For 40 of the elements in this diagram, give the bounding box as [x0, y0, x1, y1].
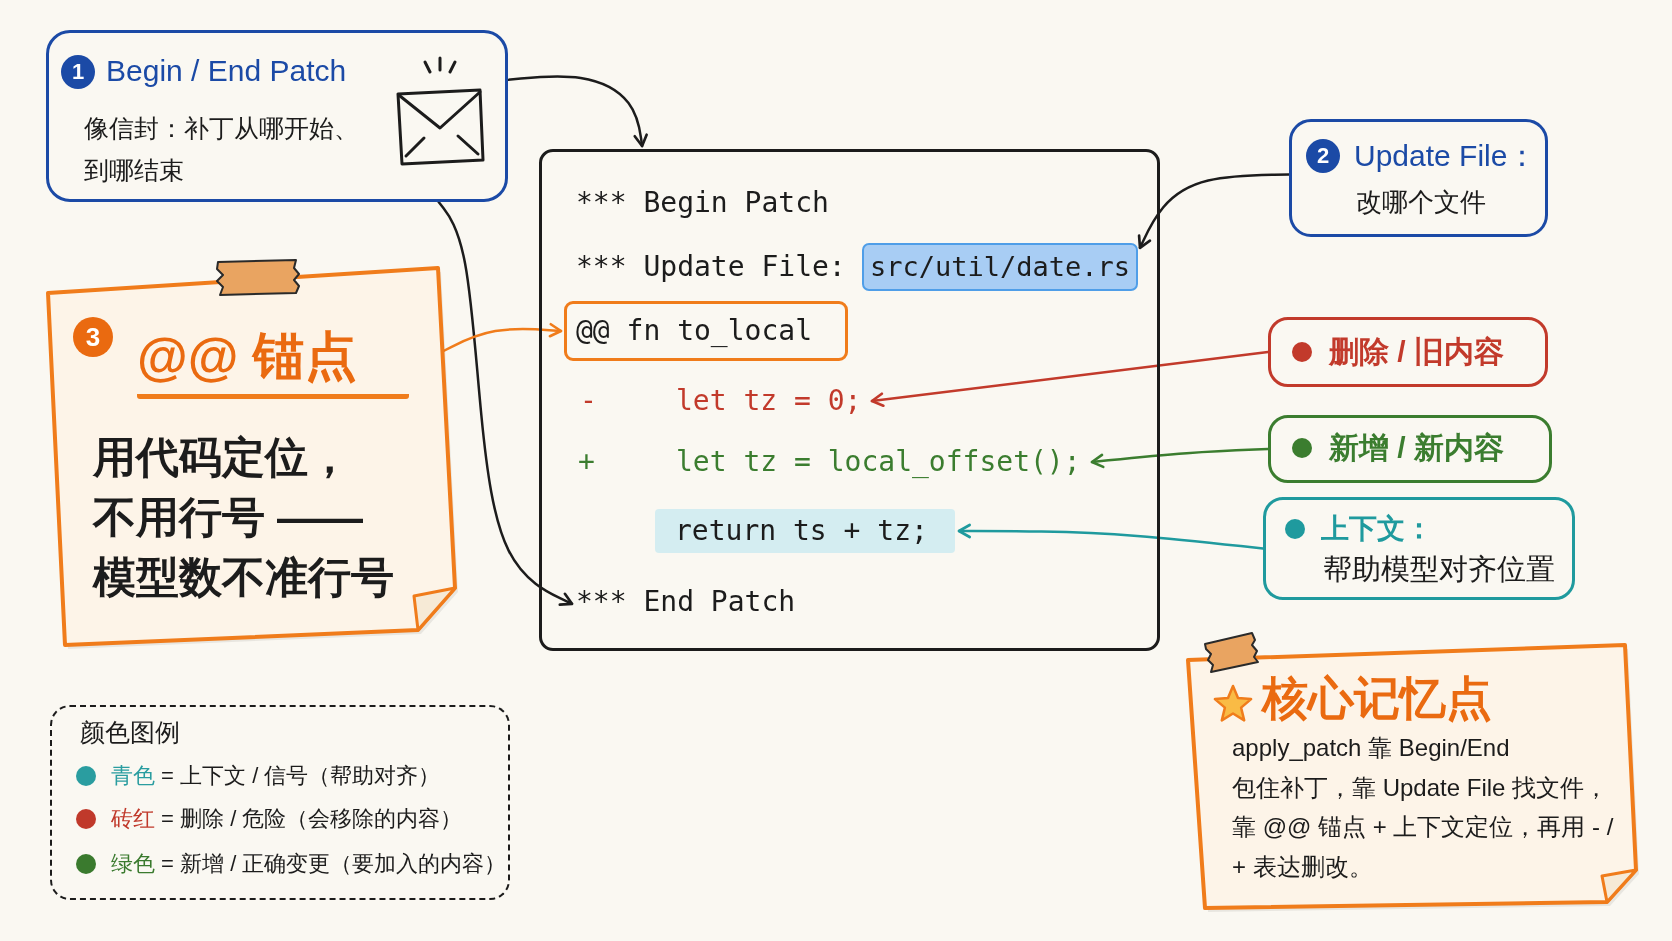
step-number: 1 — [61, 55, 95, 89]
callout-text: 删除 / 旧内容 — [1329, 334, 1504, 370]
note-title: 核心记忆点 — [1262, 671, 1492, 725]
code-line: let tz = local_offset(); — [676, 444, 1081, 480]
step-number: 2 — [1306, 139, 1340, 173]
code-line: let tz = 0; — [676, 383, 862, 419]
callout-box — [1268, 415, 1552, 483]
callout-box — [1268, 317, 1548, 387]
arrow — [957, 523, 1265, 550]
callout-box — [1263, 497, 1575, 600]
note-text: apply_patch 靠 Begin/End 包住补丁，靠 Update File 找文件，靠 @@ 锚点 + 上下文定位，再用 - / + 表达删改。 — [1232, 733, 1615, 882]
callout-text: 改哪个文件 — [1356, 186, 1486, 219]
arrow — [506, 75, 648, 148]
callout-text: 帮助模型对齐位置 — [1323, 552, 1555, 587]
arrow — [437, 200, 574, 607]
arrow — [1137, 173, 1291, 250]
callout-title: Begin / End Patch — [106, 53, 347, 89]
callout-text: 新增 / 新内容 — [1329, 430, 1504, 466]
diff-marker: - — [580, 383, 597, 419]
context-highlight: return ts + tz; — [655, 509, 955, 553]
arrow — [870, 350, 1270, 407]
callout-title: 上下文： — [1321, 512, 1433, 546]
code-line: *** Begin Patch — [576, 185, 834, 221]
legend-title: 颜色图例 — [80, 717, 180, 748]
code-line: *** End Patch — [576, 584, 800, 620]
note-text: 用代码定位，不用行号 ——模型数不准行号 — [93, 432, 395, 603]
legend-text: 青色 = 上下文 / 信号（帮助对齐） — [111, 762, 441, 790]
arrow — [1090, 447, 1270, 469]
note-title: @@ 锚点 — [137, 326, 409, 399]
diff-marker: + — [578, 444, 595, 480]
callout-text: 像信封：补丁从哪开始、到哪结束 — [84, 113, 360, 186]
callout-box — [1289, 119, 1548, 237]
anchor-highlight: @@ fn to_local — [564, 301, 848, 361]
callout-box — [46, 30, 508, 202]
callout-title: Update File： — [1354, 138, 1538, 174]
legend-text: 砖红 = 删除 / 危险（会移除的内容） — [111, 805, 463, 833]
code-line: *** Update File: — [576, 249, 846, 285]
legend-text: 绿色 = 新增 / 正确变更（要加入的内容） — [111, 850, 507, 878]
code-panel — [539, 149, 1160, 651]
file-path-highlight: src/util/date.rs — [862, 243, 1138, 291]
